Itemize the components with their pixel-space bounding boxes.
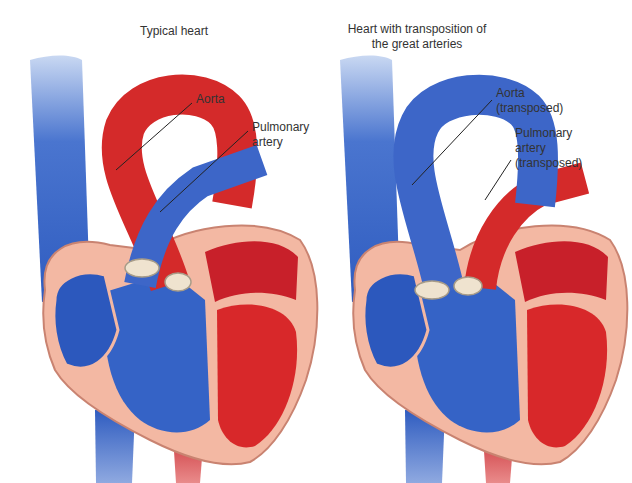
part-label: Pulmonary artery (transposed): [515, 126, 593, 171]
part-label: Aorta (transposed): [496, 86, 576, 116]
panel-heading: Typical heart: [104, 24, 244, 39]
part-label: Aorta: [196, 92, 256, 107]
typical-heart: [30, 56, 317, 483]
panel-heading: Heart with transposition of the great ar…: [347, 22, 487, 52]
part-label: Pulmonary artery: [252, 120, 322, 150]
transposed-heart: [340, 56, 627, 483]
